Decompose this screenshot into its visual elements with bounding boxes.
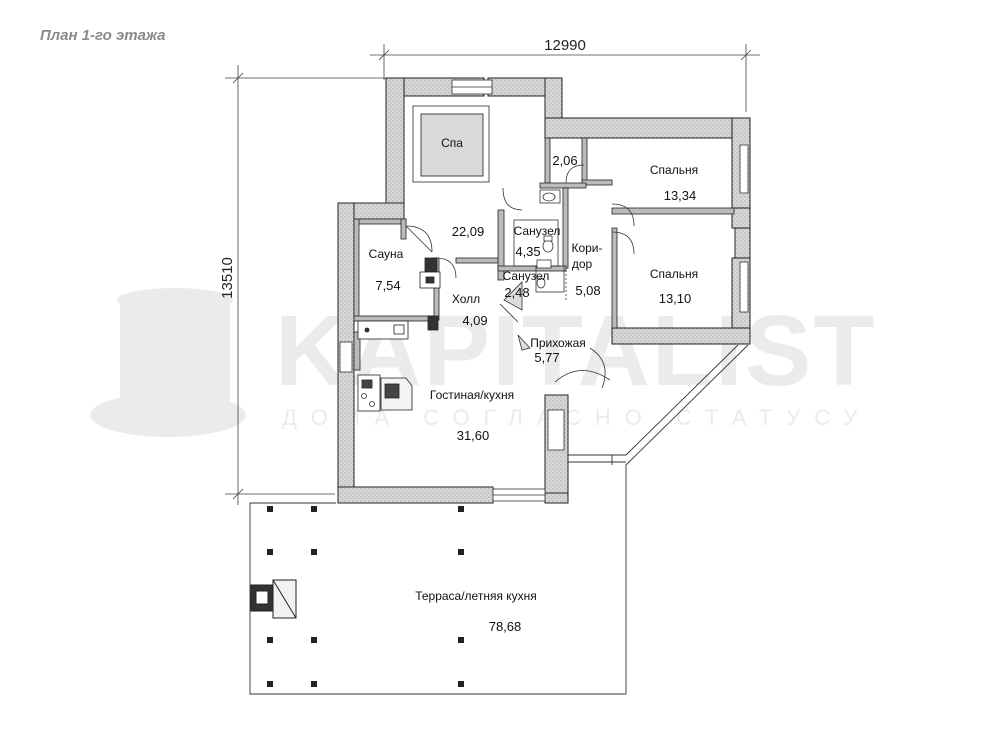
interior-walls — [353, 137, 735, 371]
plan-title: План 1-го этажа — [40, 27, 166, 44]
room-labels: Спа 2,06 Спальня 13,34 Спальня 13,10 22,… — [369, 136, 698, 634]
watermark: KAPITALIST ДОМА СОГЛАСНО СТАТУСУ — [90, 288, 874, 437]
room-bedroom2-name: Спальня — [650, 267, 698, 281]
terrace-outline — [249, 344, 749, 695]
dimension-width — [370, 44, 760, 112]
room-bath2-area: 2,48 — [504, 285, 529, 300]
room-sauna-name: Сауна — [369, 247, 404, 261]
room-living-area: 31,60 — [457, 428, 490, 443]
room-terrace-name: Терраса/летняя кухня — [415, 589, 537, 603]
room-bedroom1-name: Спальня — [650, 163, 698, 177]
room-bedroom2-area: 13,10 — [659, 291, 692, 306]
room-206-area: 2,06 — [552, 153, 577, 168]
terrace-posts — [267, 506, 464, 687]
spa-pool — [412, 105, 490, 183]
plumbing-fixtures — [503, 189, 567, 351]
room-bedroom1-area: 13,34 — [664, 188, 697, 203]
kitchen-fixtures — [357, 257, 441, 412]
room-corridor-name-2: дор — [572, 257, 593, 271]
room-entry-area: 5,77 — [534, 350, 559, 365]
top-hat-logo — [90, 288, 246, 437]
room-spa-name: Спа — [441, 136, 463, 150]
door-swings — [405, 164, 635, 389]
room-living-name: Гостиная/кухня — [430, 388, 514, 402]
bbq-grill — [250, 579, 297, 619]
room-corridor-name-1: Кори- — [571, 241, 602, 255]
room-holl-name: Холл — [452, 292, 480, 306]
room-bath2-name: Санузел — [503, 269, 550, 283]
room-hall-area: 22,09 — [452, 224, 485, 239]
room-terrace-area: 78,68 — [489, 619, 522, 634]
room-holl-area: 4,09 — [462, 313, 487, 328]
room-corridor-area: 5,08 — [575, 283, 600, 298]
dimension-width-label: 12990 — [544, 37, 586, 54]
room-bath1-area: 4,35 — [515, 244, 540, 259]
room-bath1-name: Санузел — [514, 224, 561, 238]
openings — [339, 79, 749, 502]
room-entry-name: Прихожая — [530, 336, 586, 350]
dimension-height — [225, 65, 388, 505]
dimension-height-label: 13510 — [219, 257, 236, 299]
room-sauna-area: 7,54 — [375, 278, 400, 293]
